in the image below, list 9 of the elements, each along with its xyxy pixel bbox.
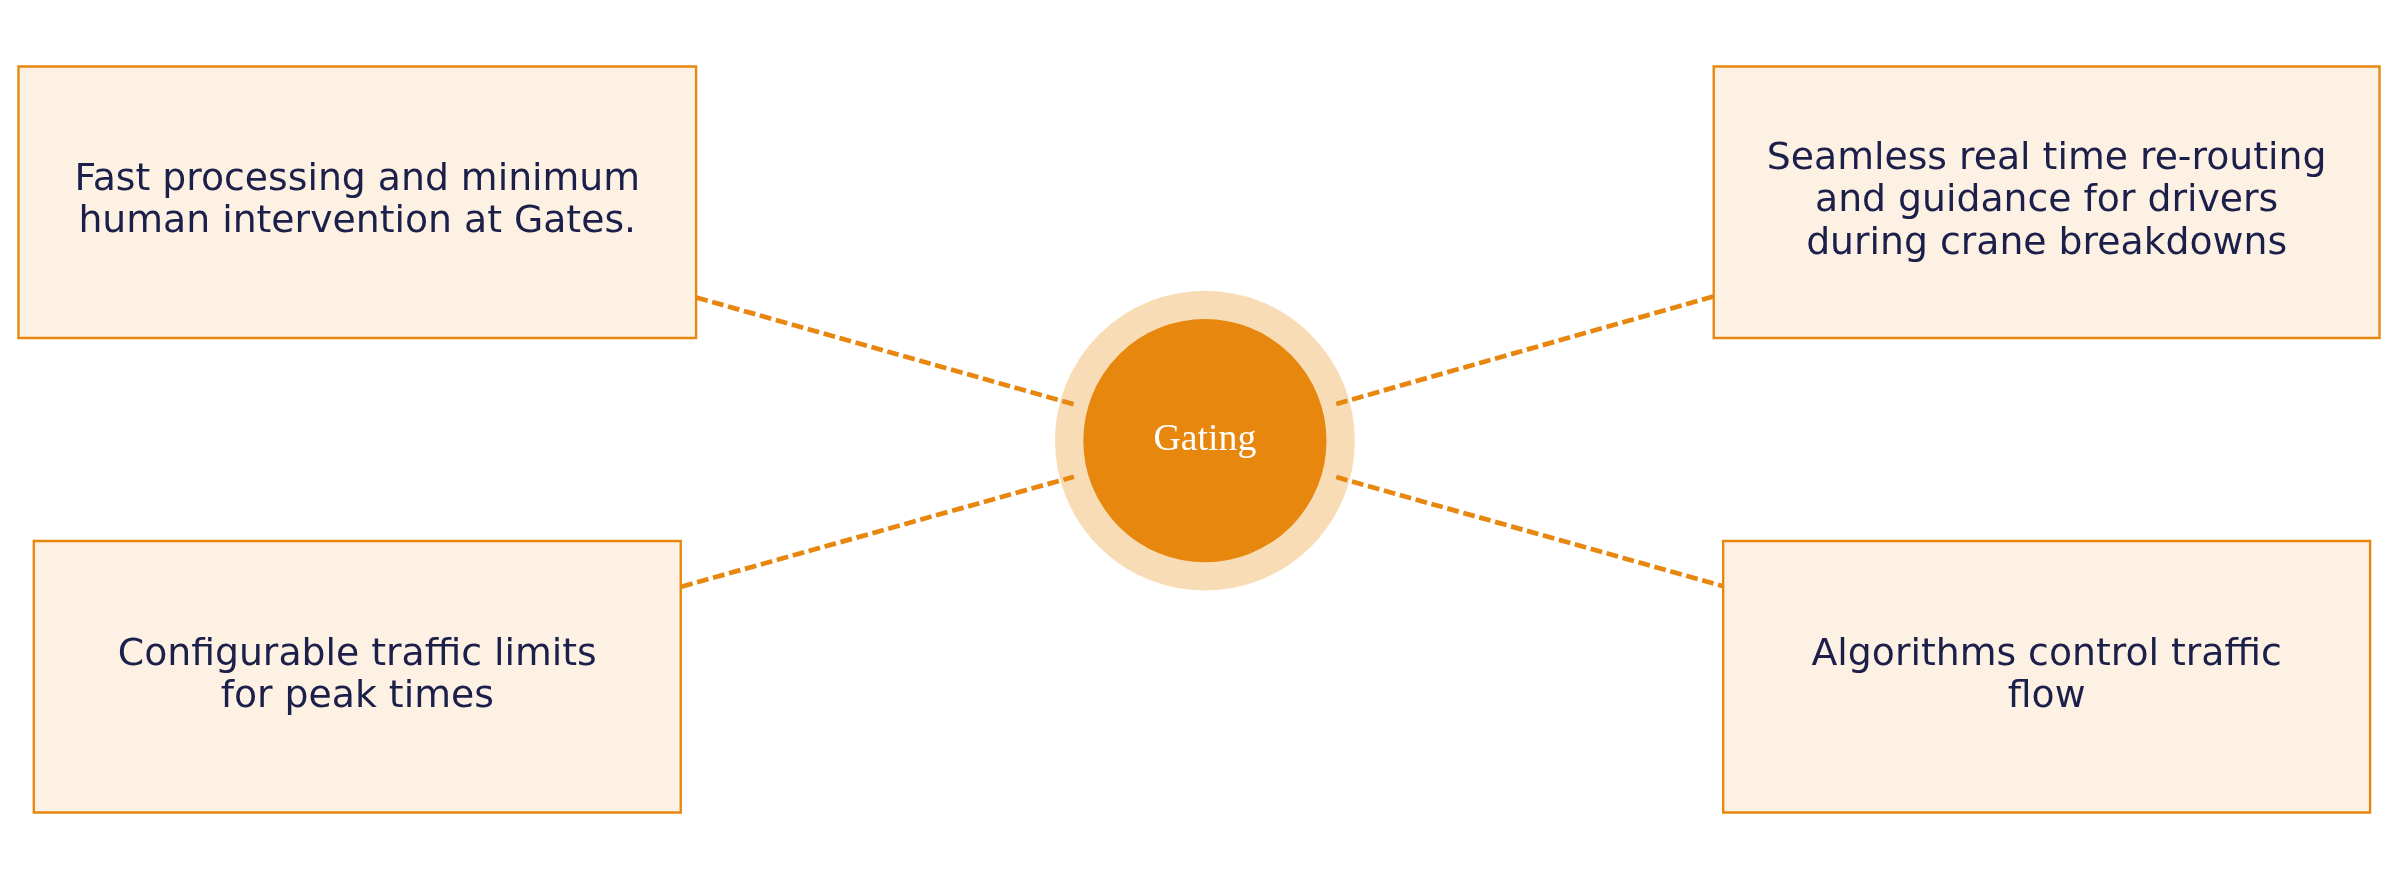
node-box: Algorithms control traffic flow (1722, 539, 2372, 814)
connector (695, 294, 1075, 406)
connector (680, 473, 1075, 589)
node-box: Configurable traffic limits for peak times (32, 539, 682, 814)
node-circle: Gating (1054, 290, 1355, 591)
connector (1335, 293, 1715, 406)
node-box: Fast processing and minimum human intervention at Gates. (17, 64, 698, 339)
node-box: Seamless real time re-routing and guidance for drivers during crane breakdowns (1712, 64, 2381, 339)
connector (1335, 474, 1724, 588)
